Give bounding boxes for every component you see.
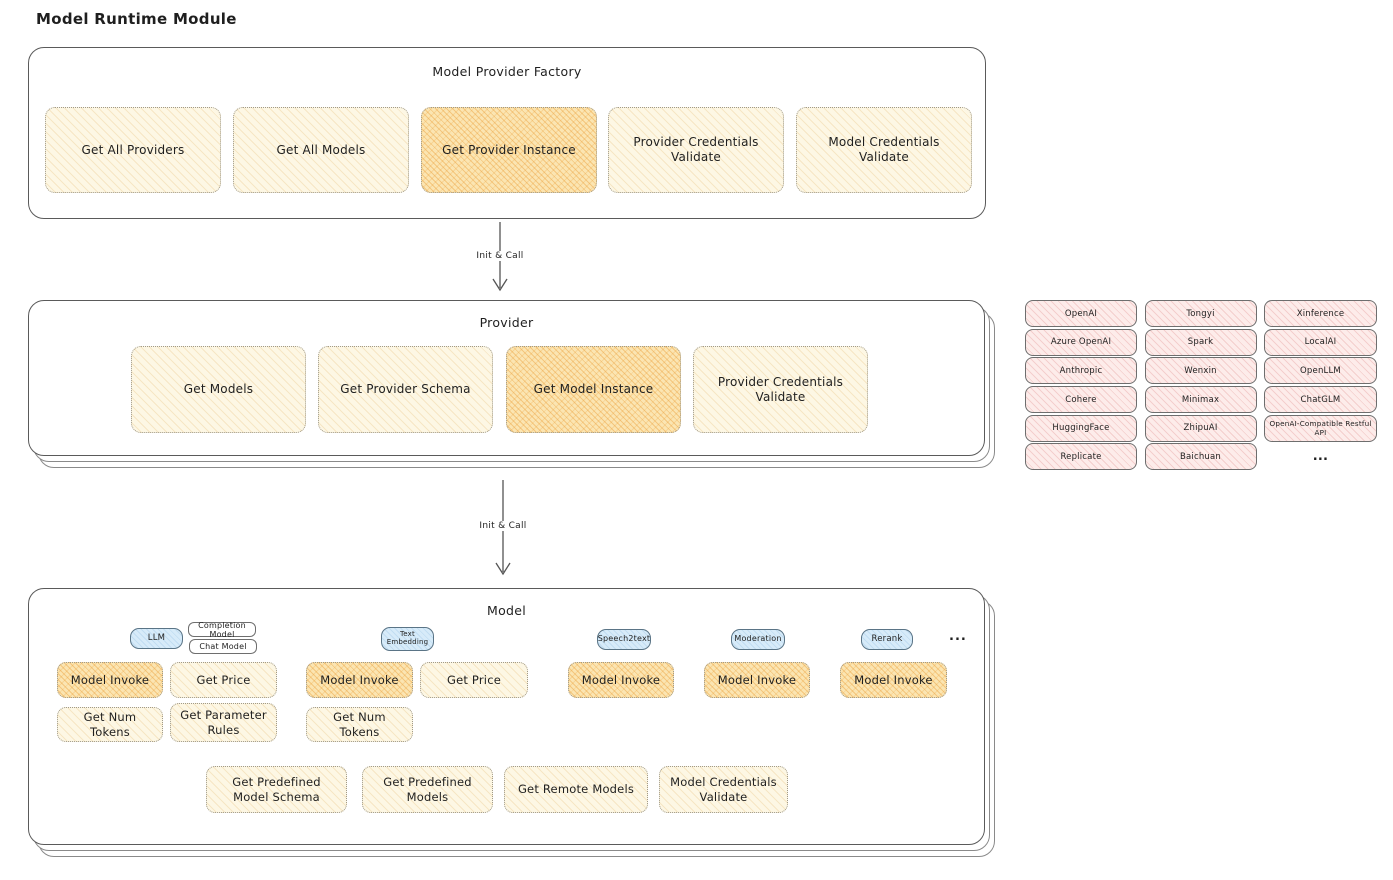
tag-text-embedding: Text Embedding bbox=[381, 627, 434, 651]
tag-speech2text: Speech2text bbox=[597, 629, 651, 650]
llm-get-price-box: Get Price bbox=[170, 662, 277, 698]
arrow-down-icon bbox=[495, 480, 511, 576]
model-tags-ellipsis: ... bbox=[949, 629, 967, 644]
moderation-model-invoke-box: Model Invoke bbox=[704, 662, 810, 698]
model-container: Model LLM Completion Model Chat Model Te… bbox=[28, 588, 985, 845]
get-predefined-model-schema-box: Get Predefined Model Schema bbox=[206, 766, 347, 813]
provider-chip-spark: Spark bbox=[1144, 328, 1257, 356]
provider-chip-zhipuai: ZhipuAI bbox=[1144, 414, 1257, 442]
provider-chip-tongyi: Tongyi bbox=[1144, 300, 1257, 327]
provider-chip-replicate: Replicate bbox=[1025, 443, 1137, 471]
provider-chip-openllm: OpenLLM bbox=[1264, 357, 1377, 385]
provider-chip-wenxin: Wenxin bbox=[1144, 357, 1257, 385]
factory-container: Model Provider Factory Get All Providers… bbox=[28, 47, 986, 219]
provider-chip-localai: LocalAI bbox=[1264, 328, 1377, 356]
provider-chip-chatglm: ChatGLM bbox=[1264, 386, 1377, 414]
provider-chip-openai: OpenAI bbox=[1025, 300, 1137, 327]
provider-chip-openai-compatible-restful-api: OpenAI-Compatible Restful API bbox=[1264, 414, 1377, 442]
providers-grid: OpenAI Tongyi Xinference Azure OpenAI Sp… bbox=[1025, 300, 1378, 471]
factory-box-get-all-models: Get All Models bbox=[233, 107, 409, 193]
tag-completion-model: Completion Model bbox=[188, 621, 256, 639]
rerank-model-invoke-box: Model Invoke bbox=[840, 662, 947, 698]
factory-box-get-provider-instance: Get Provider Instance bbox=[421, 107, 597, 193]
tag-chat-model: Chat Model bbox=[189, 639, 257, 654]
tag-rerank: Rerank bbox=[861, 629, 913, 650]
arrow1-label: Init & Call bbox=[469, 251, 531, 261]
provider-box-provider-credentials-validate: Provider Credentials Validate bbox=[693, 346, 868, 433]
provider-chip-baichuan: Baichuan bbox=[1144, 443, 1257, 471]
get-predefined-models-box: Get Predefined Models bbox=[362, 766, 493, 813]
llm-get-num-tokens-box: Get Num Tokens bbox=[57, 707, 163, 742]
diagram-title: Model Runtime Module bbox=[36, 10, 237, 28]
factory-box-get-all-providers: Get All Providers bbox=[45, 107, 221, 193]
text-embedding-model-invoke-box: Model Invoke bbox=[306, 662, 413, 698]
model-title: Model bbox=[486, 603, 527, 618]
tag-moderation: Moderation bbox=[731, 629, 785, 650]
provider-box-get-models: Get Models bbox=[131, 346, 306, 433]
provider-box-get-model-instance: Get Model Instance bbox=[506, 346, 681, 433]
provider-chip-cohere: Cohere bbox=[1025, 386, 1137, 414]
provider-chip-azure-openai: Azure OpenAI bbox=[1025, 328, 1137, 356]
provider-chip-minimax: Minimax bbox=[1144, 386, 1257, 414]
llm-get-parameter-rules-box: Get Parameter Rules bbox=[170, 703, 277, 742]
provider-box-get-provider-schema: Get Provider Schema bbox=[318, 346, 493, 433]
provider-chip-anthropic: Anthropic bbox=[1025, 357, 1137, 385]
arrow2-label: Init & Call bbox=[472, 521, 534, 531]
text-embedding-get-price-box: Get Price bbox=[420, 662, 528, 698]
model-credentials-validate-box: Model Credentials Validate bbox=[659, 766, 788, 813]
speech2text-model-invoke-box: Model Invoke bbox=[568, 662, 674, 698]
factory-title: Model Provider Factory bbox=[432, 64, 582, 79]
providers-ellipsis: ... bbox=[1312, 449, 1329, 465]
provider-chip-huggingface: HuggingFace bbox=[1025, 414, 1137, 442]
factory-box-model-credentials-validate: Model Credentials Validate bbox=[796, 107, 972, 193]
llm-model-invoke-box: Model Invoke bbox=[57, 662, 163, 698]
factory-box-provider-credentials-validate: Provider Credentials Validate bbox=[608, 107, 784, 193]
get-remote-models-box: Get Remote Models bbox=[504, 766, 648, 813]
provider-container: Provider Get Models Get Provider Schema … bbox=[28, 300, 985, 456]
provider-title: Provider bbox=[479, 315, 534, 330]
provider-chip-xinference: Xinference bbox=[1264, 300, 1377, 327]
tag-llm: LLM bbox=[130, 628, 183, 649]
text-embedding-get-num-tokens-box: Get Num Tokens bbox=[306, 707, 413, 742]
